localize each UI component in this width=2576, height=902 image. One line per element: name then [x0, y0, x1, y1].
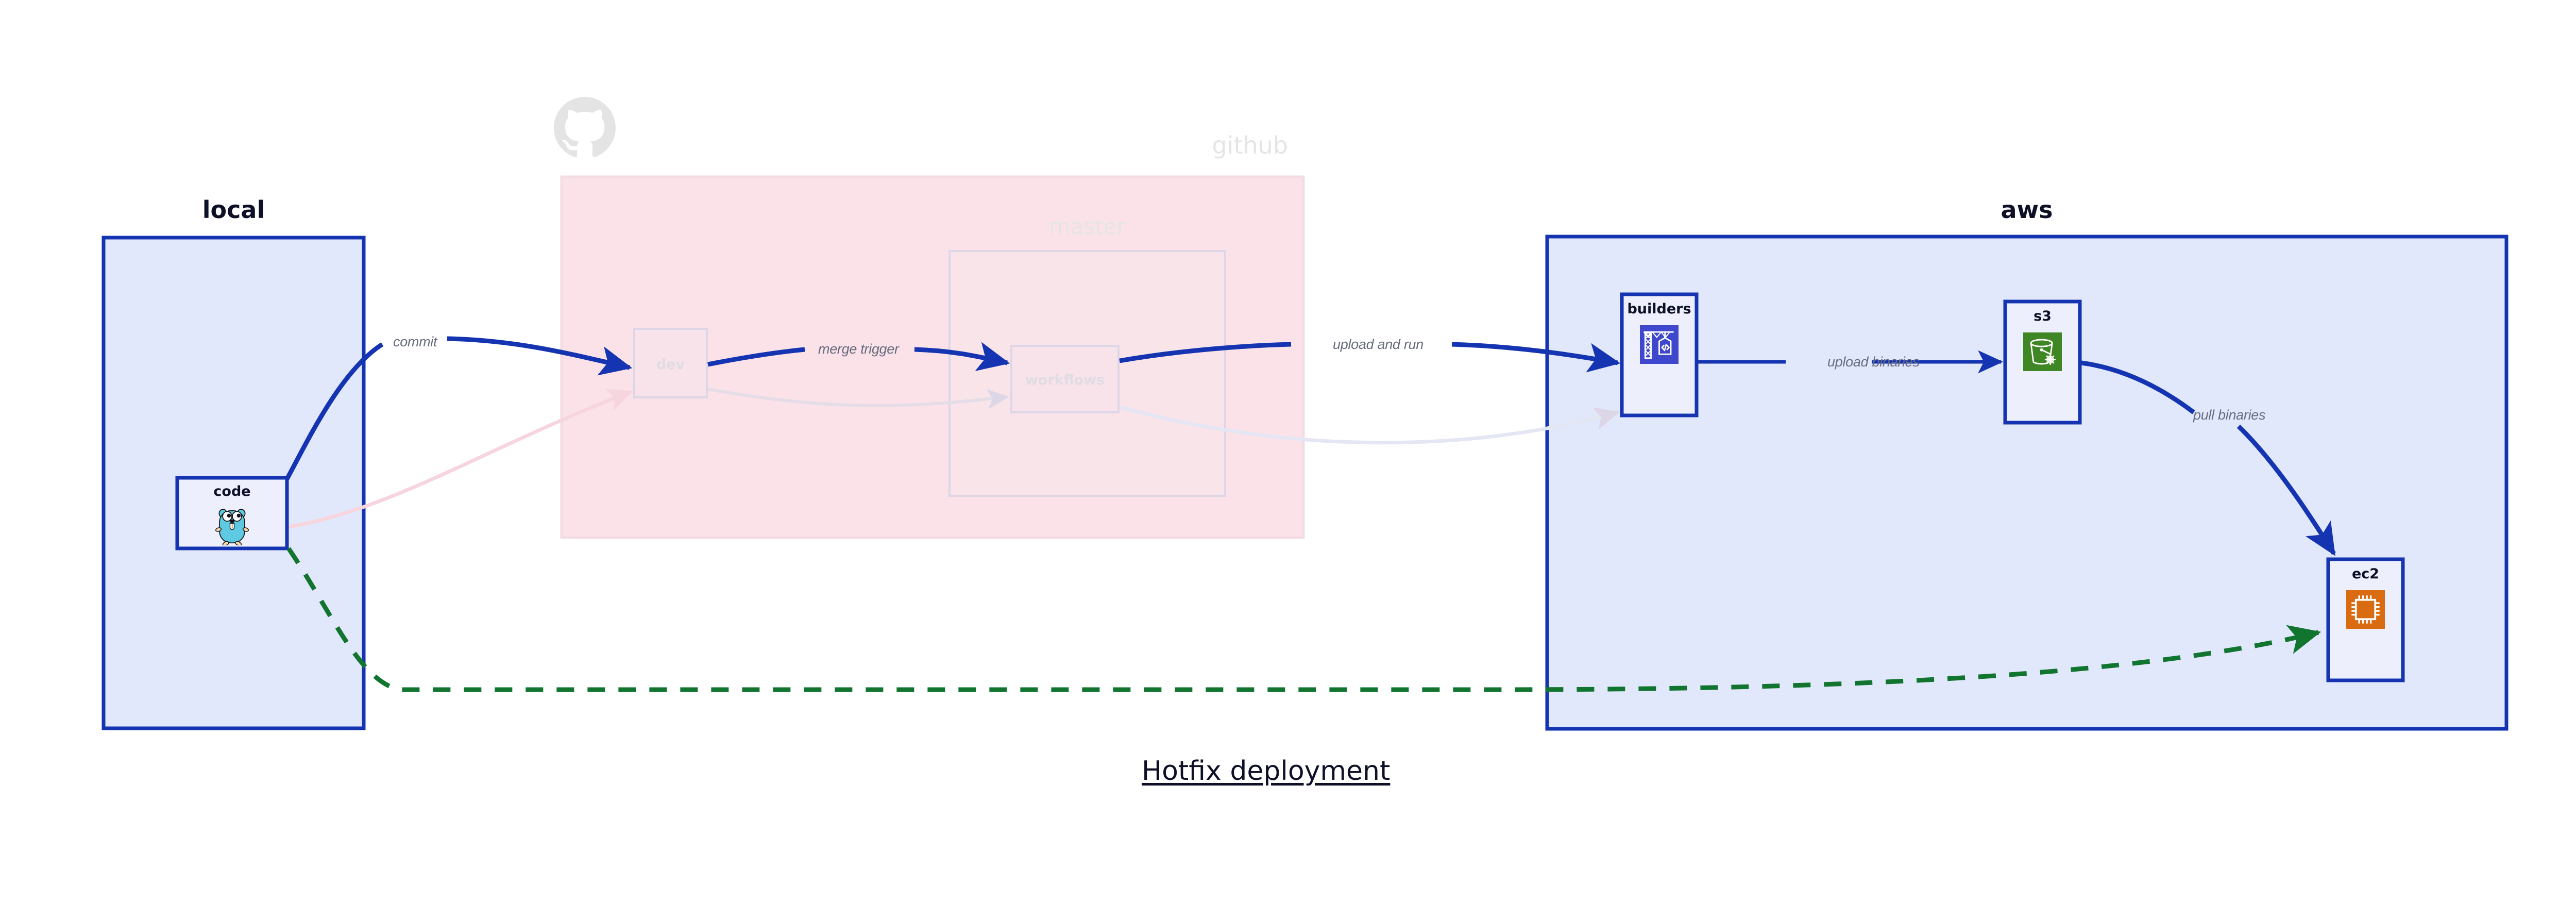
edge-upload-and-run-right[interactable]: [1451, 342, 1621, 373]
container-title-local: local: [202, 196, 265, 224]
edge-hotfix-direct[interactable]: [286, 547, 2321, 692]
edge-label-commit: commit: [393, 334, 437, 349]
ghost-edge-code-dev: [288, 389, 633, 529]
edge-label-pull-binaries: pull binaries: [2193, 407, 2266, 423]
edge-merge-trigger-left[interactable]: [707, 347, 805, 367]
aws-s3-glacier-bucket-icon: [2023, 332, 2062, 371]
node-label-workflows: workflows: [1025, 372, 1105, 388]
edge-commit-left[interactable]: [284, 342, 384, 481]
node-label-s3: s3: [2033, 308, 2052, 324]
node-workflows[interactable]: [1010, 345, 1120, 413]
edge-pull-binaries-bottom[interactable]: [2236, 424, 2336, 556]
aws-ec2-chip-icon: [2346, 590, 2385, 629]
container-title-master: master: [1049, 214, 1126, 239]
github-octocat-icon: [554, 97, 616, 159]
node-dev[interactable]: [633, 328, 708, 398]
node-label-code: code: [213, 483, 251, 499]
edge-label-merge-trigger: merge trigger: [818, 341, 899, 357]
container-title-aws: aws: [2001, 196, 2053, 224]
node-label-dev: dev: [656, 357, 685, 373]
edge-label-upload-and-run: upload and run: [1333, 337, 1423, 352]
edge-commit-right[interactable]: [447, 336, 633, 376]
aws-crane-build-icon: [1640, 325, 1679, 364]
ghost-edge-workflows-builders: [1120, 405, 1620, 445]
edge-merge-trigger-right[interactable]: [914, 342, 1010, 371]
edge-label-upload-binaries: upload binaries: [1827, 354, 1920, 370]
go-gopher-icon: [210, 505, 254, 546]
node-label-ec2: ec2: [2351, 566, 2380, 582]
edge-pull-binaries-top[interactable]: [2081, 360, 2195, 414]
container-title-github: github: [1212, 131, 1288, 159]
node-label-builders: builders: [1627, 301, 1691, 317]
edge-upload-and-run-left[interactable]: [1119, 342, 1292, 363]
ghost-edge-dev-workflows: [708, 388, 1009, 409]
diagram-title: Hotfix deployment: [1142, 756, 1391, 787]
